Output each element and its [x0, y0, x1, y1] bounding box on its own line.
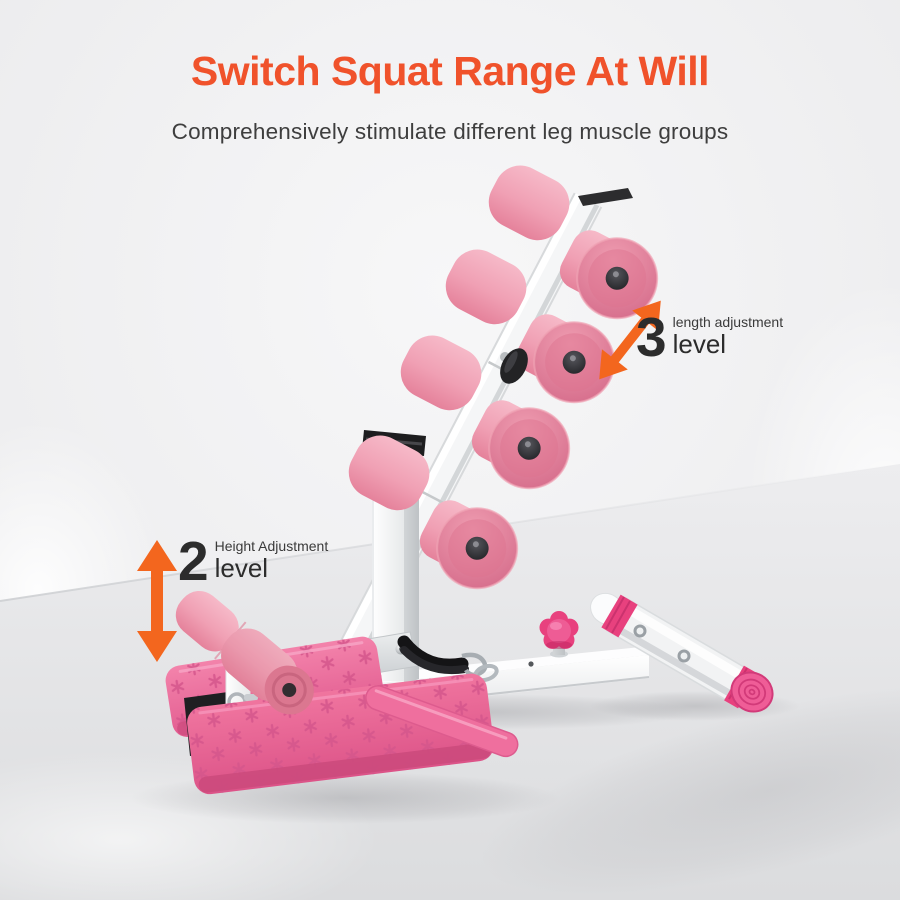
length-adjustment-label: length adjustment [672, 314, 784, 330]
roller-end-cap [465, 536, 489, 560]
beam-top-bracket [578, 188, 633, 206]
roller-end-cap [517, 436, 541, 460]
roller-end-cap [562, 350, 586, 374]
foam-roller-back [400, 335, 482, 411]
adjustment-knob [539, 611, 579, 658]
height-adjustment-annotation: 2 Height Adjustment level [178, 530, 329, 593]
foam-roller-pairs [348, 165, 659, 590]
length-level-count: 3 [636, 306, 667, 369]
height-adjustment-label: Height Adjustment [214, 538, 329, 554]
ankle-foam-roller [175, 590, 314, 715]
foam-roller-pair-3 [400, 335, 571, 490]
stabilizer-collar [601, 594, 638, 638]
stabilizer-end-cap [724, 665, 774, 713]
vertical-double-arrow-icon [137, 540, 177, 662]
roller-end-cap [605, 266, 629, 290]
foam-roller-pair-4 [348, 435, 519, 590]
length-adjustment-annotation: 3 length adjustment level [636, 306, 784, 369]
beam-knob [500, 348, 528, 384]
height-adjustment-unit: level [214, 552, 269, 583]
foam-roller-back [488, 165, 570, 241]
band-eyelet [677, 649, 691, 663]
header: Switch Squat Range At Will Comprehensive… [0, 48, 900, 145]
foam-roller-back [348, 435, 430, 511]
page-title: Switch Squat Range At Will [190, 48, 710, 94]
roller-bore [282, 682, 297, 697]
page-subtitle: Comprehensively stimulate different leg … [171, 119, 729, 144]
diagonal-double-arrow-icon [599, 300, 661, 380]
foam-roller-pair-2 [445, 249, 616, 404]
foam-roller-back [445, 249, 527, 325]
foam-roller-pair-1 [488, 165, 659, 320]
pedal-assembly [165, 590, 519, 795]
platform-lip [365, 685, 519, 758]
length-adjustment-unit: level [672, 328, 727, 359]
band-eyelet [633, 624, 647, 638]
height-level-count: 2 [178, 530, 209, 593]
rear-stabilizer-bar [590, 592, 774, 713]
